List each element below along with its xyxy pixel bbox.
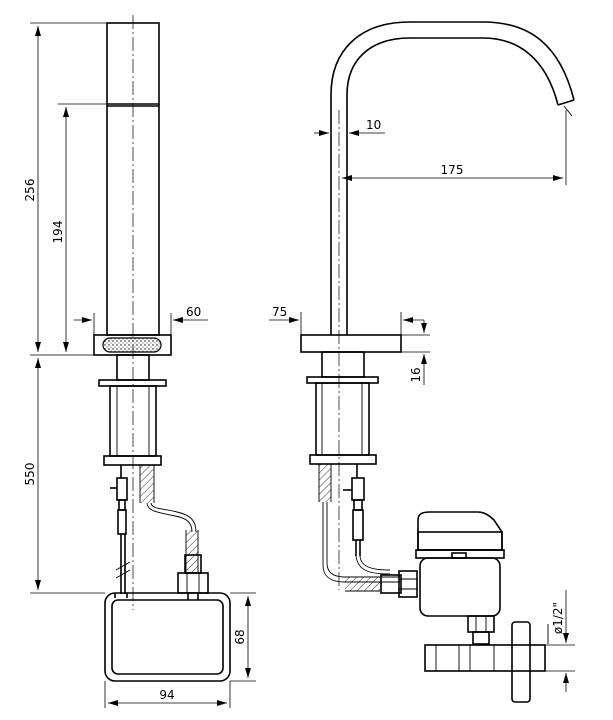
front-deck-nut — [98, 379, 167, 387]
dim-194-label: 194 — [51, 221, 65, 244]
dim-550-label: 550 — [23, 463, 37, 486]
dim-175-label: 175 — [441, 163, 464, 177]
sensor-window — [102, 337, 162, 353]
front-feed-valve — [116, 477, 128, 501]
side-lock-nut — [309, 454, 377, 465]
control-box-inner — [111, 599, 224, 675]
dim-16-label: 16 — [409, 367, 423, 382]
front-view — [93, 15, 231, 682]
side-deck-nut — [306, 376, 379, 384]
solenoid-connector — [398, 570, 418, 598]
solenoid-valve — [417, 511, 503, 551]
side-view — [300, 21, 575, 703]
dim-75-label: 75 — [272, 305, 287, 319]
dim-68-label: 68 — [233, 629, 247, 644]
dim-256-label: 256 — [23, 179, 37, 202]
dim-94-label: 94 — [159, 688, 174, 702]
outlet-nut — [467, 615, 495, 633]
tee-fitting — [424, 644, 546, 672]
side-feed-valve — [351, 477, 365, 501]
wall-flange — [511, 621, 531, 703]
box-connector — [177, 572, 209, 594]
spout-outer — [330, 21, 575, 335]
spout-inner — [346, 37, 559, 335]
control-box — [104, 592, 231, 682]
side-base-plate — [300, 334, 402, 353]
dim-10-label: 10 — [366, 118, 381, 132]
side-dimensions: 10 175 75 16 ø1/2" — [269, 110, 575, 692]
dim-thread-label: ø1/2" — [551, 602, 565, 634]
dim-60-label: 60 — [186, 305, 201, 319]
front-lock-nut — [103, 455, 162, 466]
solenoid-body — [419, 557, 501, 617]
front-dimensions: 256 194 60 550 68 94 — [23, 22, 256, 708]
side-shank — [315, 382, 370, 456]
